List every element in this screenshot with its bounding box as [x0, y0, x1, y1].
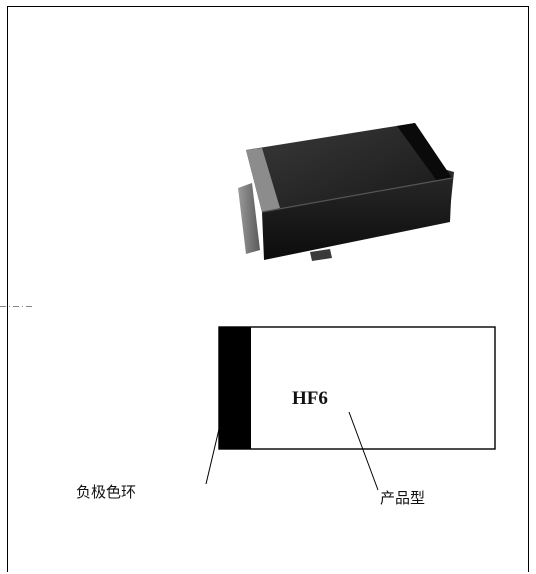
component-marking-text: HF6: [292, 388, 328, 409]
cathode-band-photo: [246, 148, 280, 212]
package-front-face: [262, 178, 452, 260]
diode-package-photo: [238, 123, 454, 261]
product-type-label: 产品型: [380, 489, 426, 507]
cathode-band: [219, 327, 251, 449]
package-bottom-pad: [310, 249, 332, 261]
package-end-shade: [397, 123, 452, 181]
cathode-band-leader-line: [205, 407, 225, 485]
product-type-leader-line: [348, 411, 379, 491]
package-edge-highlight: [261, 177, 453, 213]
diagram-frame: [7, 6, 529, 572]
left-lead: [238, 183, 260, 254]
component-outline: [218, 326, 496, 450]
cathode-band-label: 负极色环: [76, 483, 137, 501]
dash-dot-centerline: [0, 306, 34, 307]
package-top-face: [246, 123, 452, 212]
